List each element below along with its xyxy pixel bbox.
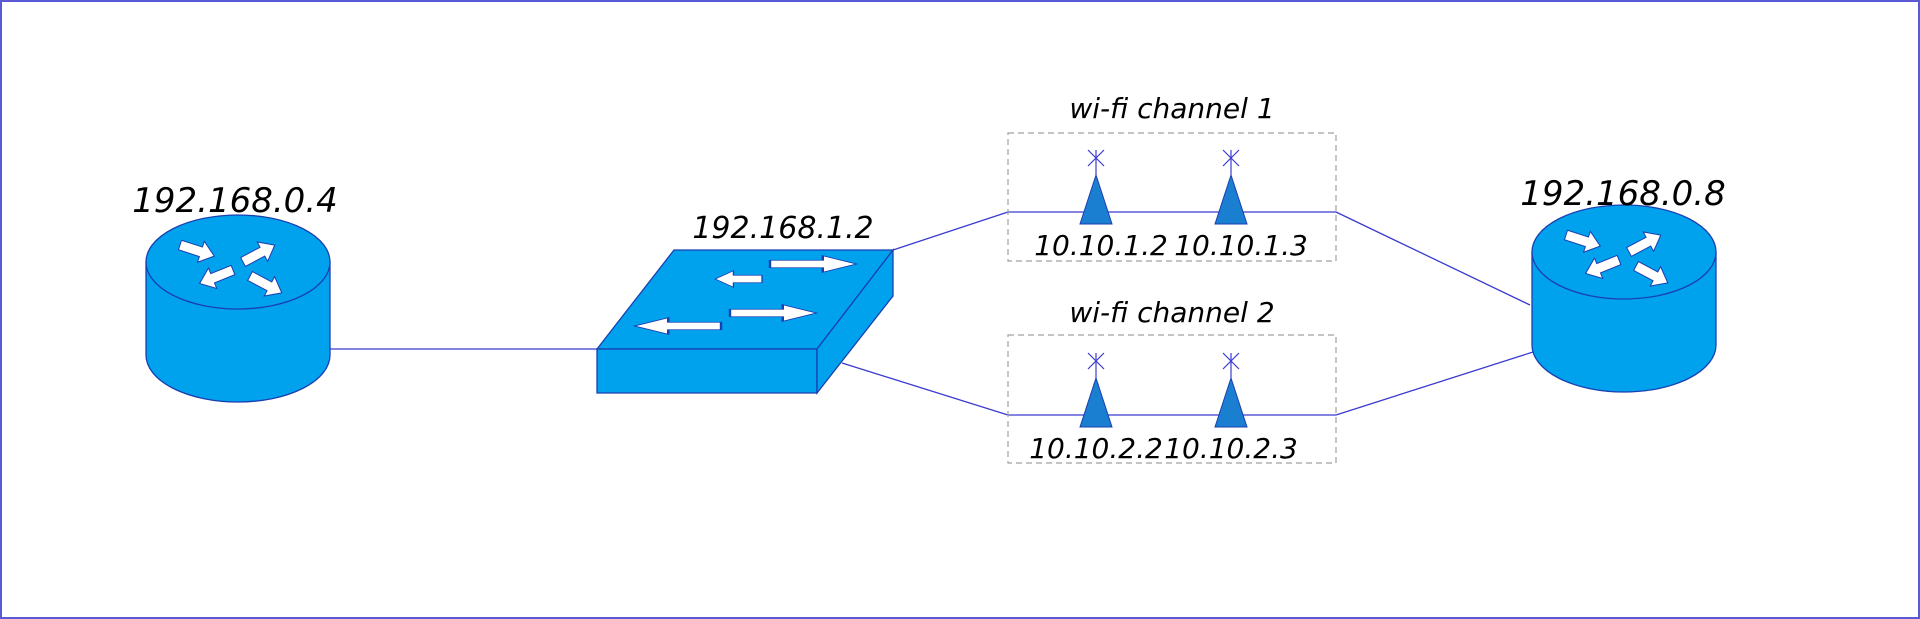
router-icon <box>1531 204 1717 393</box>
antenna-label: 10.10.2.2 <box>1029 432 1163 465</box>
antenna-icon <box>1214 149 1248 225</box>
router-left: 192.168.0.4 <box>132 181 338 403</box>
channel1-label: wi-fi channel 1 <box>1069 92 1274 125</box>
channel1-box <box>1007 132 1337 262</box>
link-channel2-to-router-right <box>1335 351 1534 416</box>
link-switch-to-channel2 <box>841 362 1009 416</box>
switch-icon <box>595 248 895 395</box>
network-links <box>330 211 1534 416</box>
channel2-box <box>1007 334 1337 464</box>
router-right: 192.168.0.8 <box>1520 174 1726 393</box>
router-icon <box>145 214 331 403</box>
antenna-label: 10.10.1.2 <box>1034 229 1168 262</box>
switch: 192.168.1.2 <box>595 211 895 395</box>
channel2-label: wi-fi channel 2 <box>1069 296 1274 329</box>
antenna-label: 10.10.2.3 <box>1164 432 1298 465</box>
antenna-icon <box>1079 352 1113 428</box>
link-channel1-to-router-right <box>1335 211 1531 306</box>
antenna-icon <box>1079 149 1113 225</box>
link-switch-to-channel1 <box>892 211 1009 251</box>
router-right-label: 192.168.0.8 <box>1520 174 1725 214</box>
antenna-icon <box>1214 352 1248 428</box>
antenna-label: 10.10.1.3 <box>1174 229 1308 262</box>
switch-label: 192.168.1.2 <box>692 211 873 246</box>
router-left-label: 192.168.0.4 <box>132 181 337 221</box>
